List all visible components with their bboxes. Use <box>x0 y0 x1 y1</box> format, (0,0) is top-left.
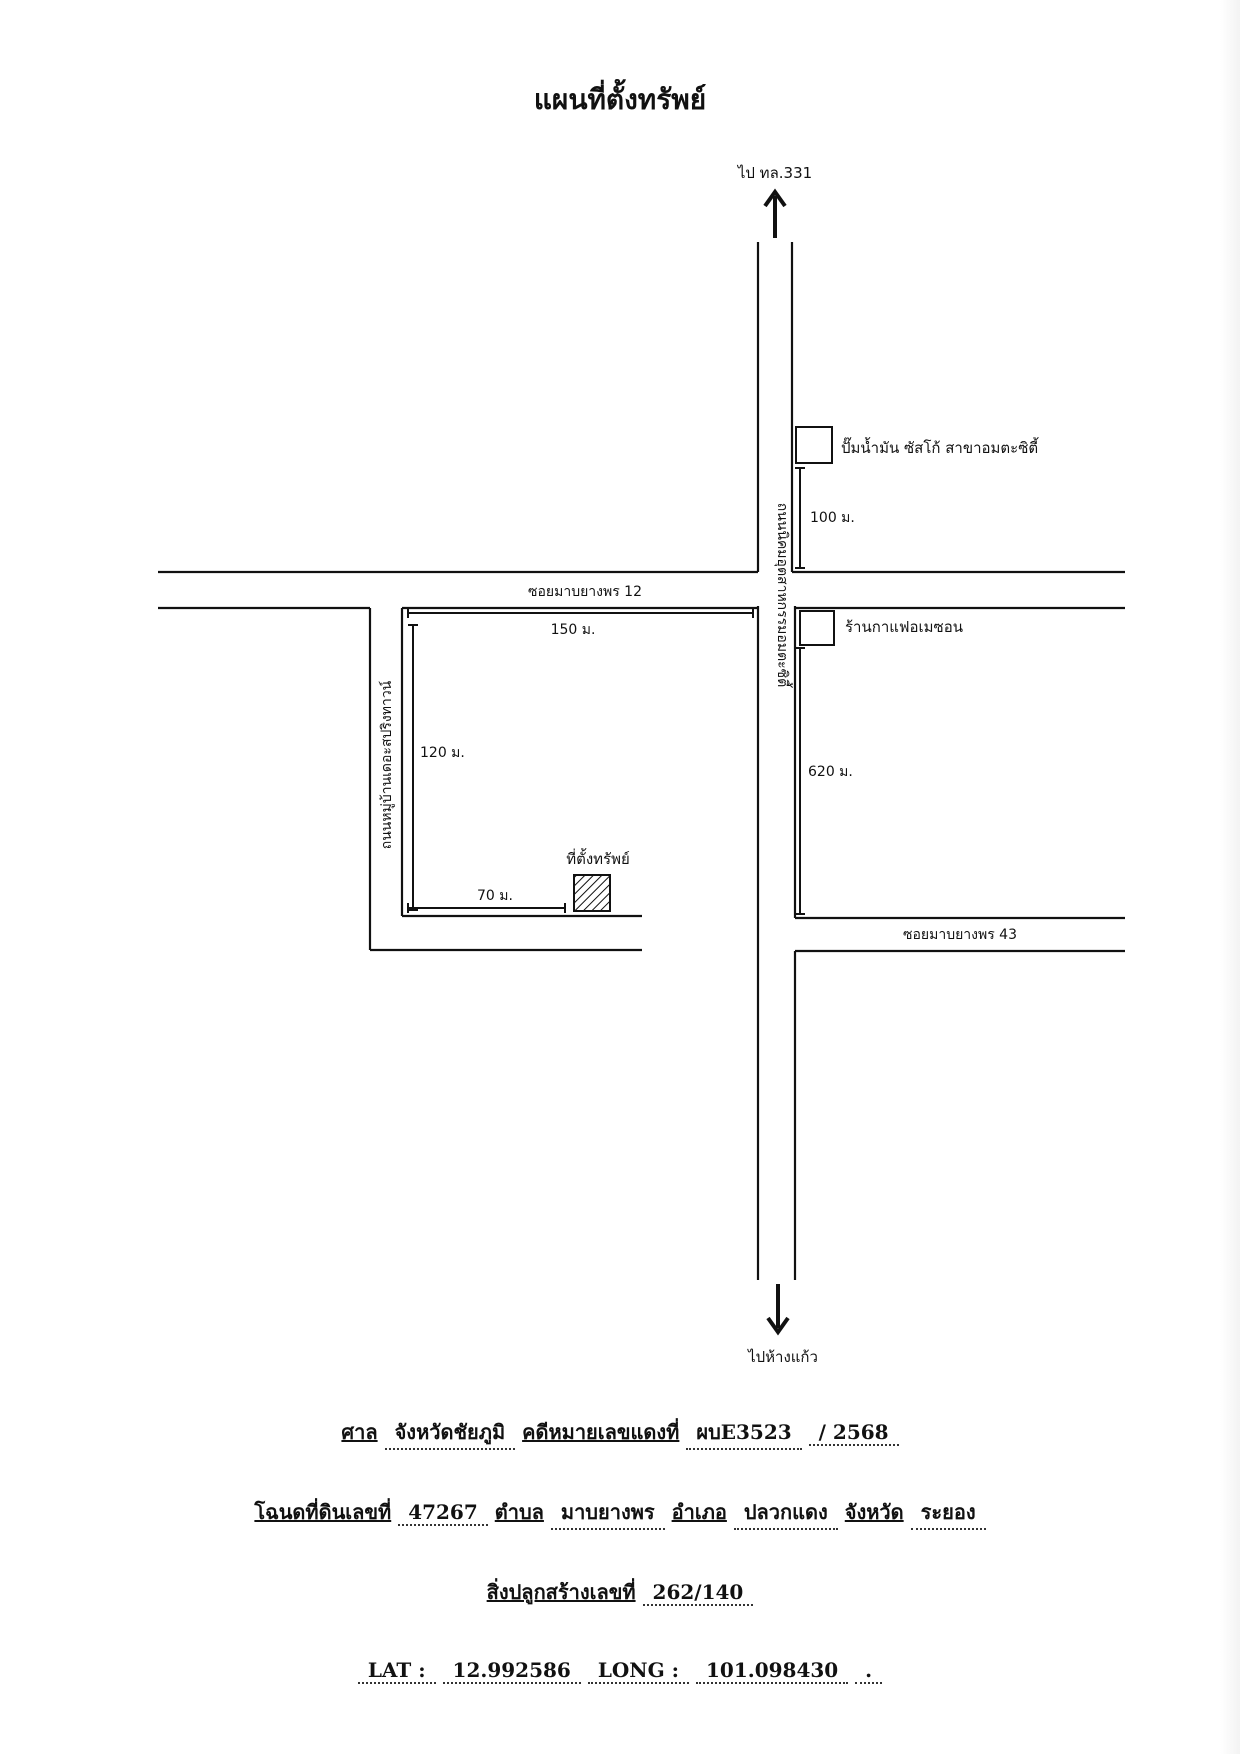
cafe-label: ร้านกาแฟอเมซอน <box>845 618 963 636</box>
dim-70-label: 70 ม. <box>477 888 513 904</box>
north-arrow <box>763 188 787 238</box>
deed-value: 47267 <box>398 1500 488 1526</box>
dim-120-line <box>408 624 418 911</box>
scan-edge <box>1220 0 1240 1754</box>
long-label: LONG : <box>587 1658 690 1684</box>
tambon-label: ตำบล <box>494 1500 544 1524</box>
court-value: จังหวัดชัยภูมิ <box>384 1416 516 1450</box>
case-year: / 2568 <box>808 1420 899 1446</box>
building-value: 262/140 <box>642 1580 754 1606</box>
soi43-label: ซอยมาบยางพร 43 <box>903 927 1017 943</box>
dim-100-line <box>795 467 805 569</box>
north-arrow-label: ไป ทล.331 <box>737 164 812 182</box>
case-label: คดีหมายเลขแดงที่ <box>522 1420 680 1444</box>
lat-value: 12.992586 <box>442 1658 581 1684</box>
property-marker <box>573 874 611 912</box>
amphoe-value: ปลวกแดง <box>733 1496 838 1530</box>
dim-120-label: 120 ม. <box>420 745 465 761</box>
soi12-label: ซอยมาบยางพร 12 <box>528 584 642 600</box>
south-arrow-label: ไปห้างแก้ว <box>747 1348 818 1366</box>
dim-620-label: 620 ม. <box>808 764 853 780</box>
main-road-label: ถนนนิคมอุตสาหกรรมอมตะซิตี้ <box>774 503 793 689</box>
gas-station-marker <box>795 426 833 464</box>
gas-station-label: ปั๊มน้ำมัน ซัสโก้ สาขาอมตะซิตี้ <box>841 437 1039 457</box>
deed-label: โฉนดที่ดินเลขที่ <box>254 1500 392 1524</box>
end-mark: . <box>855 1658 883 1684</box>
coordinates-line: LAT : 12.992586 LONG : 101.098430 . <box>0 1658 1240 1684</box>
dim-150-label: 150 ม. <box>551 622 596 638</box>
building-line: สิ่งปลูกสร้างเลขที่ 262/140 <box>0 1576 1240 1608</box>
province-value: ระยอง <box>910 1496 986 1530</box>
south-arrow <box>766 1284 790 1336</box>
property-label: ที่ตั้งทรัพย์ <box>566 848 630 868</box>
amphoe-label: อำเภอ <box>671 1500 727 1524</box>
dim-620-line <box>795 647 805 915</box>
tambon-value: มาบยางพร <box>550 1496 665 1530</box>
court-label: ศาล <box>341 1420 378 1444</box>
page-title: แผนที่ตั้งทรัพย์ <box>533 83 707 116</box>
dim-100-label: 100 ม. <box>810 510 855 526</box>
building-label: สิ่งปลูกสร้างเลขที่ <box>486 1580 636 1604</box>
dim-150-line <box>407 608 754 618</box>
cafe-marker <box>799 610 835 646</box>
long-value: 101.098430 <box>695 1658 849 1684</box>
court-case-line: ศาล จังหวัดชัยภูมิ คดีหมายเลขแดงที่ ผบE3… <box>0 1416 1240 1450</box>
deed-line: โฉนดที่ดินเลขที่ 47267 ตำบล มาบยางพร อำเ… <box>0 1496 1240 1530</box>
village-road-label: ถนนหมู่บ้านเดอะสปริงทาวน์ <box>378 680 395 849</box>
dim-70-line <box>407 903 566 913</box>
case-value: ผบE3523 <box>686 1416 802 1450</box>
lat-label: LAT : <box>357 1658 436 1684</box>
province-label: จังหวัด <box>844 1500 904 1524</box>
